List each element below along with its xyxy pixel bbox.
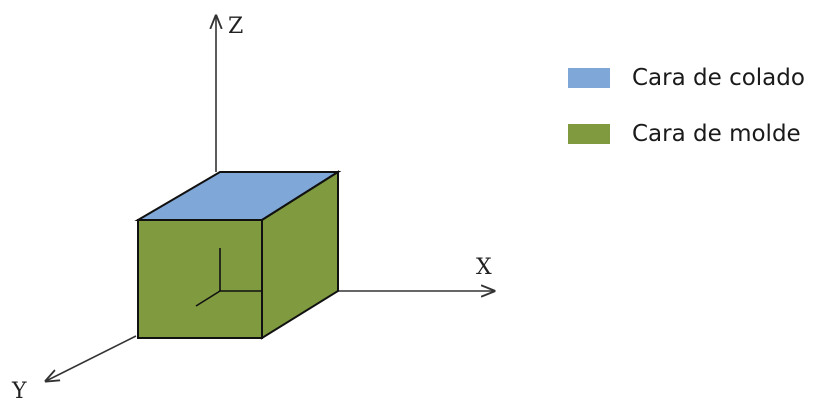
- legend-swatch-green: [568, 124, 610, 144]
- cube-front-face: [137, 219, 263, 339]
- legend-swatch-blue: [568, 68, 610, 88]
- y-axis-label: Y: [11, 379, 27, 404]
- legend-label: Cara de molde: [632, 121, 801, 147]
- legend-item-casting-face: Cara de colado: [568, 62, 805, 94]
- legend-label: Cara de colado: [632, 65, 805, 91]
- legend-item-mold-face: Cara de molde: [568, 118, 805, 150]
- hidden-edge-diagonal: [195, 290, 221, 307]
- z-axis-label: Z: [228, 14, 243, 39]
- legend: Cara de colado Cara de molde: [568, 62, 805, 174]
- x-axis-label: X: [476, 255, 492, 280]
- y-axis: [46, 335, 137, 381]
